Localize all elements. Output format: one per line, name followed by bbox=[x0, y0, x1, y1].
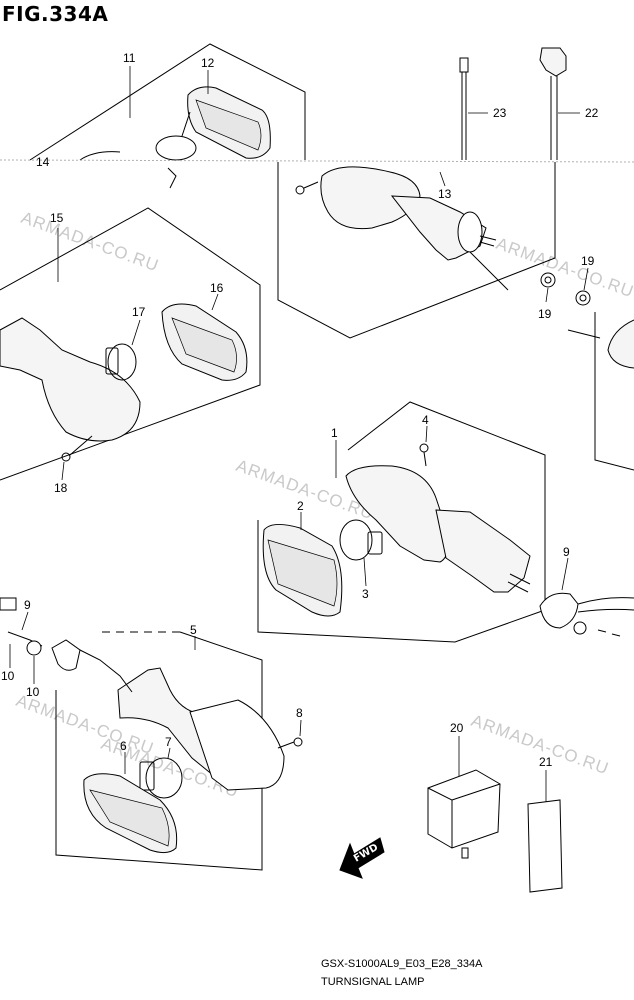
callout-9: 9 bbox=[563, 545, 570, 559]
group-15-front-left-lamp bbox=[0, 207, 261, 481]
callout-19b: 19 bbox=[538, 307, 552, 321]
callout-15: 15 bbox=[50, 211, 64, 225]
callout-12: 12 bbox=[201, 56, 215, 70]
callout-6: 6 bbox=[120, 739, 127, 753]
label-tag-21 bbox=[527, 799, 563, 893]
nut-19 bbox=[540, 272, 556, 288]
callout-2: 2 bbox=[297, 499, 304, 513]
callout-10b: 10 bbox=[26, 685, 40, 699]
callout-5: 5 bbox=[190, 623, 197, 637]
callout-20: 20 bbox=[450, 721, 464, 735]
forward-direction-arrow bbox=[339, 837, 385, 879]
callout-numbers: 1 2 3 4 5 6 7 8 9 9 10 10 11 12 13 14 15… bbox=[1, 51, 599, 769]
callout-23: 23 bbox=[493, 106, 507, 120]
group-5-front-left-lamp-b bbox=[0, 597, 303, 871]
callout-16: 16 bbox=[210, 281, 224, 295]
assembly-name: TURNSIGNAL LAMP bbox=[321, 976, 425, 988]
cable-tie-23 bbox=[459, 57, 469, 160]
watermark-layer: ARMADA-CO.RU ARMADA-CO.RU ARMADA-CO.RU A… bbox=[14, 208, 634, 802]
partial-lamp-right-edge bbox=[567, 312, 634, 471]
watermark: ARMADA-CO.RU bbox=[19, 208, 162, 276]
callout-3: 3 bbox=[362, 587, 369, 601]
callout-19: 19 bbox=[581, 254, 595, 268]
figure-title: FIG.334A bbox=[2, 2, 109, 26]
torn-edge bbox=[0, 159, 634, 163]
callout-14: 14 bbox=[36, 155, 50, 169]
callout-4: 4 bbox=[422, 413, 429, 427]
callout-10: 10 bbox=[1, 669, 15, 683]
callout-22: 22 bbox=[585, 106, 599, 120]
model-code: GSX-S1000AL9_E03_E28_334A bbox=[321, 958, 483, 970]
group-13-rear-right-lamp bbox=[277, 162, 556, 339]
leader-lines bbox=[9, 66, 589, 802]
callout-1: 1 bbox=[331, 426, 338, 440]
callout-21: 21 bbox=[539, 755, 553, 769]
callout-7: 7 bbox=[165, 735, 172, 749]
callout-17: 17 bbox=[132, 305, 146, 319]
flasher-relay-20 bbox=[427, 769, 501, 859]
nut-19b bbox=[575, 290, 591, 306]
callout-8: 8 bbox=[296, 706, 303, 720]
watermark: ARMADA-CO.RU bbox=[494, 234, 634, 302]
group-1-front-right-lamp bbox=[257, 401, 634, 643]
callout-11: 11 bbox=[123, 51, 136, 65]
callout-18: 18 bbox=[54, 481, 68, 495]
group-11-rear-left-lamp bbox=[29, 43, 306, 189]
callout-9b: 9 bbox=[24, 598, 31, 612]
callout-13: 13 bbox=[438, 187, 452, 201]
cable-tie-22 bbox=[539, 47, 567, 160]
